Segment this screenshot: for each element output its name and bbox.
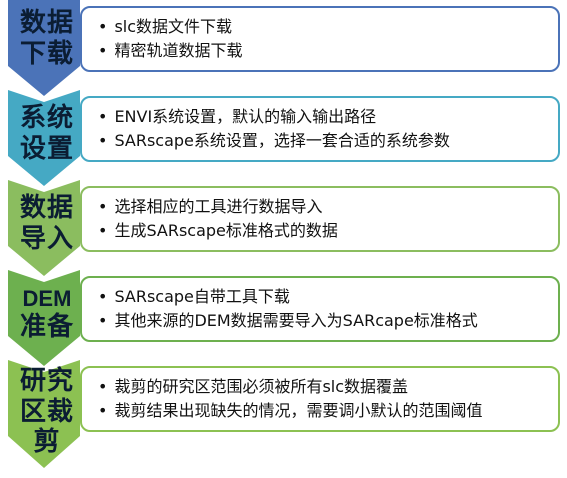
stage-1-card: slc数据文件下载 精密轨道数据下载: [80, 6, 560, 72]
stage-1-item-2: 精密轨道数据下载: [98, 39, 242, 63]
stage-4-title-line-2: 准备: [19, 311, 74, 342]
stage-5-chevron-arrow: [8, 360, 80, 468]
stage-3-card: 选择相应的工具进行数据导入 生成SARscape标准格式的数据: [80, 186, 560, 252]
stage-4-title-line-1: DEM: [22, 285, 72, 311]
stage-2-bullet-list: ENVI系统设置，默认的输入输出路径 SARscape系统设置，选择一套合适的系…: [98, 105, 450, 153]
stage-2-chevron-arrow: [8, 90, 80, 186]
stage-2-card: ENVI系统设置，默认的输入输出路径 SARscape系统设置，选择一套合适的系…: [80, 96, 560, 162]
stage-3-title-line-2: 导入: [19, 224, 74, 254]
stage-5-item-1: 裁剪的研究区范围必须被所有slc数据覆盖: [98, 375, 482, 399]
stage-3-title: 数据 导入: [8, 193, 86, 254]
stage-5-card: 裁剪的研究区范围必须被所有slc数据覆盖 裁剪结果出现缺失的情况，需要调小默认的…: [80, 366, 560, 432]
stage-4-item-1: SARscape自带工具下载: [98, 285, 478, 309]
stage-2-item-1: ENVI系统设置，默认的输入输出路径: [98, 105, 450, 129]
stage-2-title: 系统 设置: [8, 103, 86, 164]
stage-1-title: 数据 下载: [8, 8, 86, 69]
stage-2-item-2: SARscape系统设置，选择一套合适的系统参数: [98, 129, 449, 153]
stage-1-item-1: slc数据文件下载: [98, 15, 242, 39]
stage-1-bullet-list: slc数据文件下载 精密轨道数据下载: [98, 15, 242, 63]
stage-4-item-2: 其他来源的DEM数据需要导入为SARcape标准格式: [98, 309, 477, 333]
stage-4-card: SARscape自带工具下载 其他来源的DEM数据需要导入为SARcape标准格…: [80, 276, 560, 342]
stage-5-title-line-1: 研究: [19, 366, 74, 396]
stage-5-title: 研究 区裁 剪: [8, 366, 86, 457]
stage-3-item-2: 生成SARscape标准格式的数据: [98, 219, 337, 243]
stage-3-item-1: 选择相应的工具进行数据导入: [98, 195, 338, 219]
stage-4-title: DEM 准备: [8, 286, 86, 342]
stage-1-title-line-2: 下载: [19, 39, 74, 69]
stage-3-title-line-1: 数据: [19, 193, 74, 224]
stage-5-bullet-list: 裁剪的研究区范围必须被所有slc数据覆盖 裁剪结果出现缺失的情况，需要调小默认的…: [98, 375, 482, 423]
stage-5-title-line-3: 剪: [33, 427, 61, 458]
stage-5-title-line-2: 区裁: [19, 396, 74, 427]
stage-2-title-line-2: 设置: [19, 134, 74, 164]
stage-2-title-line-1: 系统: [19, 103, 74, 134]
stage-3-bullet-list: 选择相应的工具进行数据导入 生成SARscape标准格式的数据: [98, 195, 338, 243]
stage-4-chevron-arrow: [8, 270, 80, 366]
stage-5-item-2: 裁剪结果出现缺失的情况，需要调小默认的范围阈值: [98, 399, 482, 423]
stage-4-bullet-list: SARscape自带工具下载 其他来源的DEM数据需要导入为SARcape标准格…: [98, 285, 478, 333]
stage-3-chevron-arrow: [8, 180, 80, 276]
stage-1-chevron-arrow: [8, 0, 80, 96]
stage-1-title-line-1: 数据: [19, 8, 74, 39]
